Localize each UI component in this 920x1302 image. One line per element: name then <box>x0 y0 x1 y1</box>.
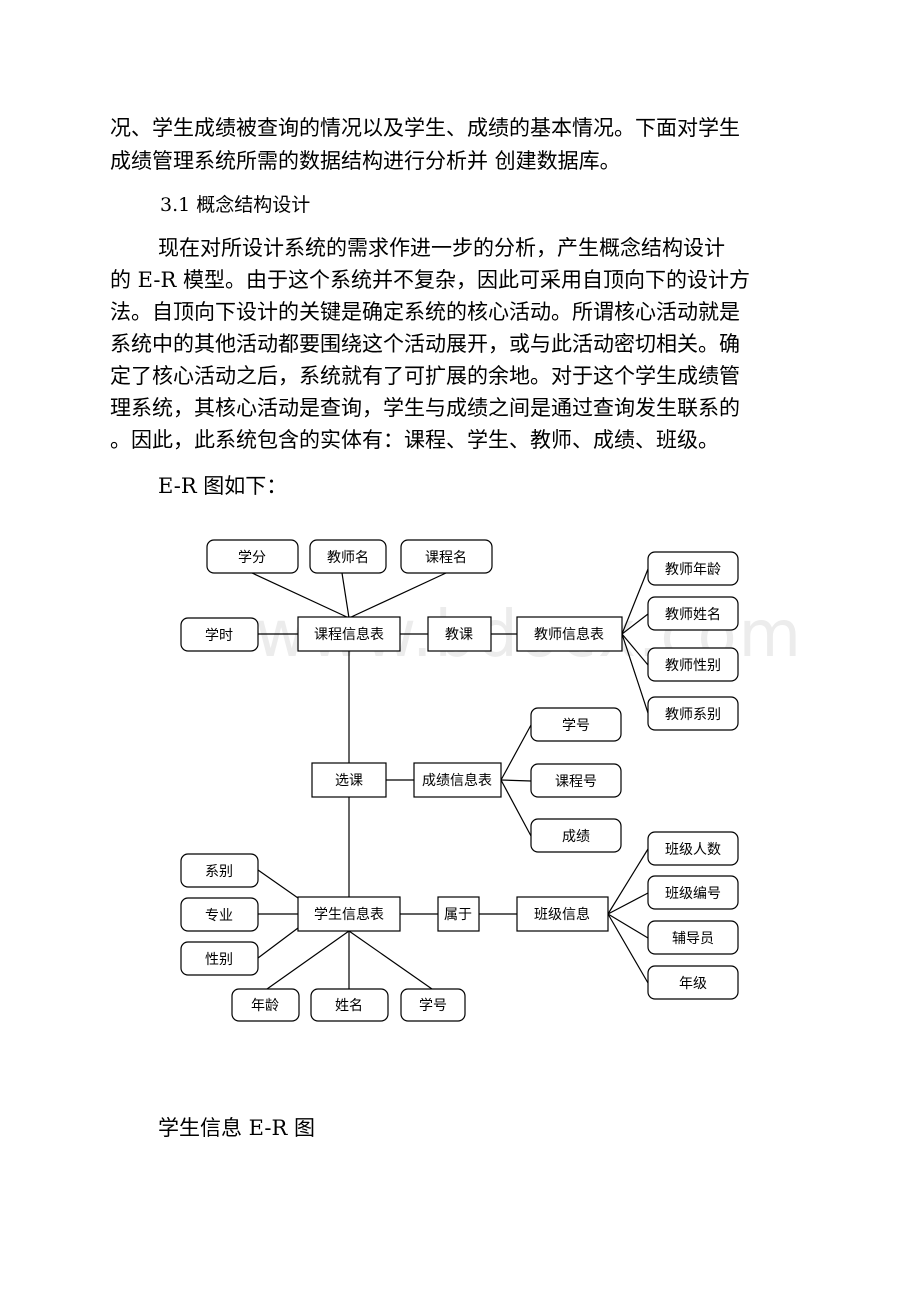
svg-text:课程信息表: 课程信息表 <box>314 626 384 643</box>
svg-text:教师年龄: 教师年龄 <box>665 562 721 578</box>
svg-text:教师性别: 教师性别 <box>665 658 721 674</box>
svg-text:课程号: 课程号 <box>555 774 597 790</box>
svg-text:学号: 学号 <box>419 998 447 1014</box>
figure-caption: 学生信息 E-R 图 <box>158 1116 315 1140</box>
entity-teacher: 教师信息表 <box>516 616 623 652</box>
attribute-teacher-dept: 教师系别 <box>647 696 739 731</box>
svg-text:学号: 学号 <box>562 718 590 734</box>
entity-grade: 成绩信息表 <box>413 762 502 798</box>
svg-text:学时: 学时 <box>205 628 233 644</box>
svg-text:成绩: 成绩 <box>562 829 590 845</box>
attribute-student-dept: 系别 <box>180 853 259 888</box>
entity-class: 班级信息 <box>516 896 609 932</box>
svg-text:教师姓名: 教师姓名 <box>665 607 721 623</box>
paragraph-line: 成绩管理系统所需的数据结构进行分析并 创建数据库。 <box>110 149 621 173</box>
section-heading: 3.1 概念结构设计 <box>160 194 311 216</box>
svg-text:教师系别: 教师系别 <box>665 707 721 723</box>
attribute-class-counselor: 辅导员 <box>647 920 739 955</box>
paragraph-line: 的 E-R 模型。由于这个系统并不复杂，因此可采用自顶向下的设计方 <box>110 268 750 292</box>
attribute-student-age: 年龄 <box>231 988 300 1022</box>
attribute-grade-course-no: 课程号 <box>530 763 622 798</box>
svg-text:成绩信息表: 成绩信息表 <box>422 772 492 789</box>
svg-text:课程名: 课程名 <box>425 550 467 566</box>
attribute-student-gender: 性别 <box>180 941 259 976</box>
paragraph-line: 系统中的其他活动都要围绕这个活动展开，或与此活动密切相关。确 <box>110 332 740 356</box>
svg-text:年级: 年级 <box>679 976 707 992</box>
svg-text:班级人数: 班级人数 <box>665 842 721 858</box>
svg-text:专业: 专业 <box>205 908 233 924</box>
svg-text:系别: 系别 <box>205 864 233 880</box>
svg-text:选课: 选课 <box>335 773 363 789</box>
attribute-student-name: 姓名 <box>310 988 389 1022</box>
relationship-belong: 属于 <box>437 896 480 932</box>
attribute-teacher-age: 教师年龄 <box>647 551 739 586</box>
svg-text:年龄: 年龄 <box>251 998 279 1014</box>
paragraph-line: 现在对所设计系统的需求作进一步的分析，产生概念结构设计 <box>158 236 725 260</box>
paragraph-line: 定了核心活动之后，系统就有了可扩展的余地。对于这个学生成绩管 <box>110 364 740 388</box>
svg-text:学生信息表: 学生信息表 <box>314 906 384 923</box>
paragraph-line: 。因此，此系统包含的实体有：课程、学生、教师、成绩、班级。 <box>110 428 719 452</box>
attribute-hours: 学时 <box>180 617 259 652</box>
paragraph-line: 理系统，其核心活动是查询，学生与成绩之间是通过查询发生联系的 <box>110 396 740 420</box>
svg-text:学分: 学分 <box>238 550 266 566</box>
attribute-teacher-name: 教师名 <box>309 539 387 574</box>
svg-text:班级信息: 班级信息 <box>534 906 590 923</box>
attribute-credit: 学分 <box>206 539 299 574</box>
relationship-select: 选课 <box>311 762 387 798</box>
attribute-student-no: 学号 <box>400 988 466 1022</box>
attribute-teacher-surname: 教师姓名 <box>647 596 739 631</box>
connector-lines <box>251 568 649 990</box>
svg-text:教师信息表: 教师信息表 <box>534 626 604 643</box>
attribute-class-size: 班级人数 <box>647 831 739 866</box>
svg-text:辅导员: 辅导员 <box>672 931 714 947</box>
svg-text:性别: 性别 <box>205 952 233 968</box>
attribute-student-major: 专业 <box>180 897 259 932</box>
attribute-class-year: 年级 <box>647 965 739 1000</box>
entity-student: 学生信息表 <box>297 896 401 932</box>
er-intro: E-R 图如下： <box>158 474 288 498</box>
relationship-teach: 教课 <box>427 616 492 652</box>
attribute-teacher-gender: 教师性别 <box>647 647 739 682</box>
attribute-grade-student-no: 学号 <box>530 707 622 742</box>
svg-text:班级编号: 班级编号 <box>665 886 721 902</box>
paragraph-line: 况、学生成绩被查询的情况以及学生、成绩的基本情况。下面对学生 <box>110 116 740 140</box>
attribute-grade-score: 成绩 <box>530 818 622 853</box>
entity-course: 课程信息表 <box>297 616 401 652</box>
svg-text:属于: 属于 <box>444 907 472 923</box>
svg-text:姓名: 姓名 <box>335 998 363 1014</box>
svg-text:教课: 教课 <box>445 627 473 643</box>
svg-text:教师名: 教师名 <box>327 550 369 566</box>
attribute-class-no: 班级编号 <box>647 875 739 910</box>
attribute-course-name: 课程名 <box>400 539 493 574</box>
paragraph-line: 法。自顶向下设计的关键是确定系统的核心活动。所谓核心活动就是 <box>110 300 740 324</box>
